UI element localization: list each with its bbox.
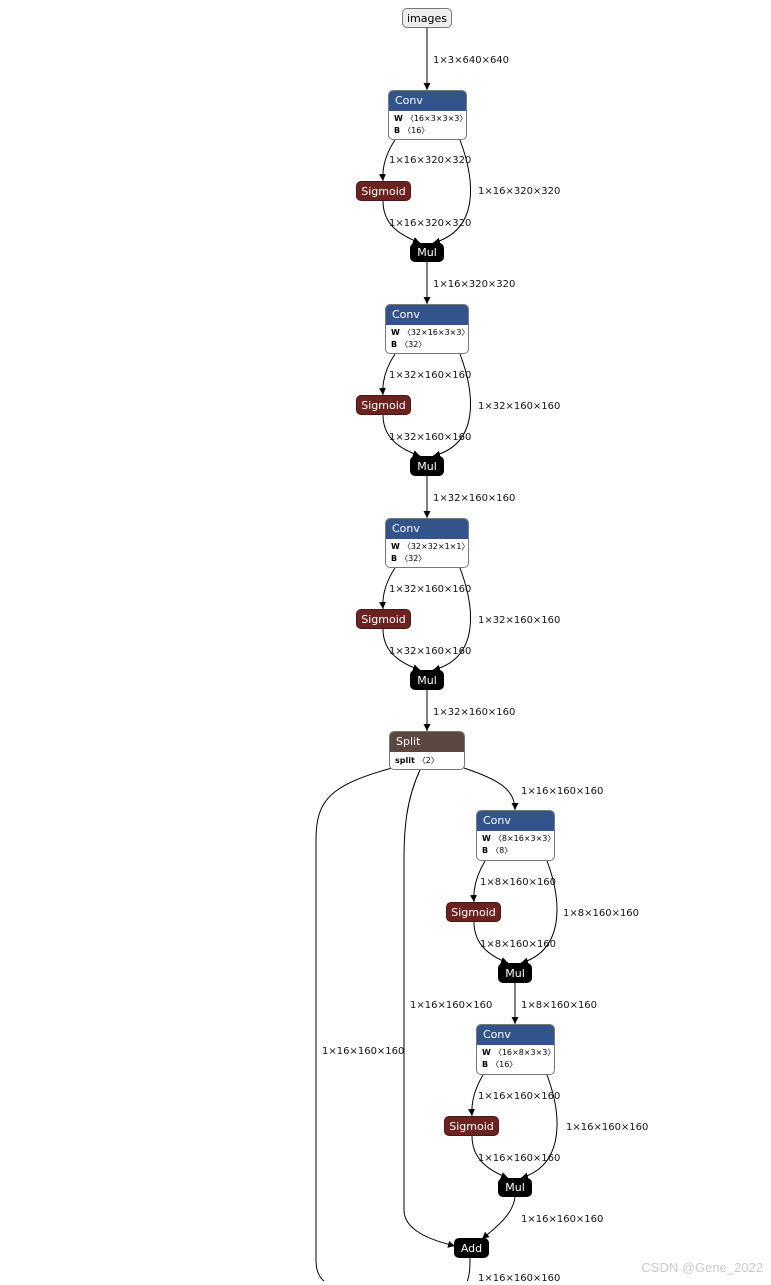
edge-conv5-mul5 bbox=[520, 1074, 558, 1180]
node-attr-split: split〈2〉 bbox=[395, 756, 439, 765]
node-title: Conv bbox=[477, 1025, 554, 1045]
sigmoid-node-5[interactable]: Sigmoid bbox=[444, 1116, 499, 1136]
node-title: Conv bbox=[386, 519, 468, 539]
edge-label: 1×8×160×160 bbox=[521, 1000, 598, 1011]
node-attr-b: B〈16〉 bbox=[394, 126, 430, 135]
conv-node-3[interactable]: Conv W〈32×32×1×1〉 B〈32〉 bbox=[385, 518, 469, 568]
conv-node-4[interactable]: Conv W〈8×16×3×3〉 B〈8〉 bbox=[476, 810, 555, 861]
edge-split-far bbox=[315, 767, 393, 1281]
sigmoid-node-2[interactable]: Sigmoid bbox=[356, 395, 411, 415]
edge-split-add bbox=[403, 769, 456, 1248]
edge-label: 1×16×160×160 bbox=[410, 1000, 493, 1011]
edge-label: 1×16×160×160 bbox=[478, 1091, 561, 1102]
edge-label: 1×3×640×640 bbox=[433, 55, 510, 66]
node-title: Conv bbox=[477, 811, 554, 831]
sigmoid-node-3[interactable]: Sigmoid bbox=[356, 609, 411, 629]
conv-node-1[interactable]: Conv W〈16×3×3×3〉 B〈16〉 bbox=[388, 90, 467, 140]
mul-node-5[interactable]: Mul bbox=[498, 1178, 532, 1197]
node-attr-b: B〈16〉 bbox=[482, 1060, 518, 1069]
edge-conv5-sig5 bbox=[467, 1074, 484, 1117]
edge-label: 1×16×320×320 bbox=[389, 218, 472, 229]
node-attr-w: W〈16×3×3×3〉 bbox=[394, 114, 467, 123]
edge-conv2-mul2 bbox=[432, 353, 472, 458]
edge-label: 1×32×160×160 bbox=[389, 370, 472, 381]
edge-label: 1×32×160×160 bbox=[478, 401, 561, 412]
edge-sig3-mul3 bbox=[382, 628, 421, 671]
mul-node-2[interactable]: Mul bbox=[410, 456, 444, 476]
node-attr-b: B〈8〉 bbox=[482, 846, 513, 855]
edge-label: 1×16×160×160 bbox=[521, 1214, 604, 1225]
edge-sig4-mul4 bbox=[473, 921, 509, 964]
edge-label: 1×16×160×160 bbox=[566, 1122, 649, 1133]
edge-label: 1×16×320×320 bbox=[433, 279, 516, 290]
node-title: Conv bbox=[389, 91, 466, 111]
edge-label: 1×16×160×160 bbox=[478, 1153, 561, 1164]
edge-label: 1×16×160×160 bbox=[521, 786, 604, 797]
edge-sig1-mul1 bbox=[382, 200, 421, 244]
edge-label: 1×8×160×160 bbox=[563, 908, 640, 919]
watermark: CSDN @Gene_2022 bbox=[641, 1260, 763, 1275]
edge-label: 1×32×160×160 bbox=[389, 584, 472, 595]
edge-conv3-sig3 bbox=[378, 567, 396, 610]
edge-label: 1×32×160×160 bbox=[389, 432, 472, 443]
edge-sig2-mul2 bbox=[382, 414, 421, 457]
edge-split-conv4 bbox=[463, 767, 519, 811]
edge-label: 1×16×320×320 bbox=[478, 186, 561, 197]
node-attr-w: W〈8×16×3×3〉 bbox=[482, 834, 555, 843]
node-attr-w: W〈32×32×1×1〉 bbox=[391, 542, 469, 551]
node-attr-w: W〈16×8×3×3〉 bbox=[482, 1048, 555, 1057]
edge-label: 1×32×160×160 bbox=[389, 646, 472, 657]
edge-conv1-sig1 bbox=[378, 139, 396, 182]
edge-sig5-mul5 bbox=[471, 1135, 509, 1179]
mul-node-1[interactable]: Mul bbox=[410, 243, 444, 262]
sigmoid-node-4[interactable]: Sigmoid bbox=[446, 902, 501, 922]
edge-add-out bbox=[466, 1257, 471, 1281]
edge-label: 1×8×160×160 bbox=[480, 939, 557, 950]
edge-label: 1×32×160×160 bbox=[478, 615, 561, 626]
node-title: Split bbox=[390, 732, 464, 752]
sigmoid-node-1[interactable]: Sigmoid bbox=[356, 181, 411, 201]
edge-conv4-mul4 bbox=[520, 860, 558, 965]
split-node[interactable]: Split split〈2〉 bbox=[389, 731, 465, 770]
edge-label: 1×32×160×160 bbox=[433, 493, 516, 504]
node-attr-w: W〈32×16×3×3〉 bbox=[391, 328, 469, 337]
edge-label: 1×16×320×320 bbox=[389, 155, 472, 166]
mul-node-4[interactable]: Mul bbox=[498, 963, 532, 983]
edge-label: 1×16×160×160 bbox=[478, 1273, 561, 1284]
edge-label: 1×16×160×160 bbox=[322, 1046, 405, 1057]
input-node-images[interactable]: images bbox=[402, 8, 452, 28]
edge-label: 1×32×160×160 bbox=[433, 707, 516, 718]
conv-node-5[interactable]: Conv W〈16×8×3×3〉 B〈16〉 bbox=[476, 1024, 555, 1075]
edge-conv1-mul1 bbox=[432, 139, 472, 245]
edge-conv2-sig2 bbox=[378, 353, 396, 396]
edge-conv3-mul3 bbox=[432, 567, 472, 672]
edge-mul5-add bbox=[481, 1196, 516, 1240]
node-attr-b: B〈32〉 bbox=[391, 554, 427, 563]
conv-node-2[interactable]: Conv W〈32×16×3×3〉 B〈32〉 bbox=[385, 304, 469, 354]
mul-node-3[interactable]: Mul bbox=[410, 670, 444, 690]
edge-conv4-sig4 bbox=[469, 860, 486, 903]
node-title: Conv bbox=[386, 305, 468, 325]
add-node[interactable]: Add bbox=[454, 1238, 489, 1258]
node-attr-b: B〈32〉 bbox=[391, 340, 427, 349]
edge-label: 1×8×160×160 bbox=[480, 877, 557, 888]
